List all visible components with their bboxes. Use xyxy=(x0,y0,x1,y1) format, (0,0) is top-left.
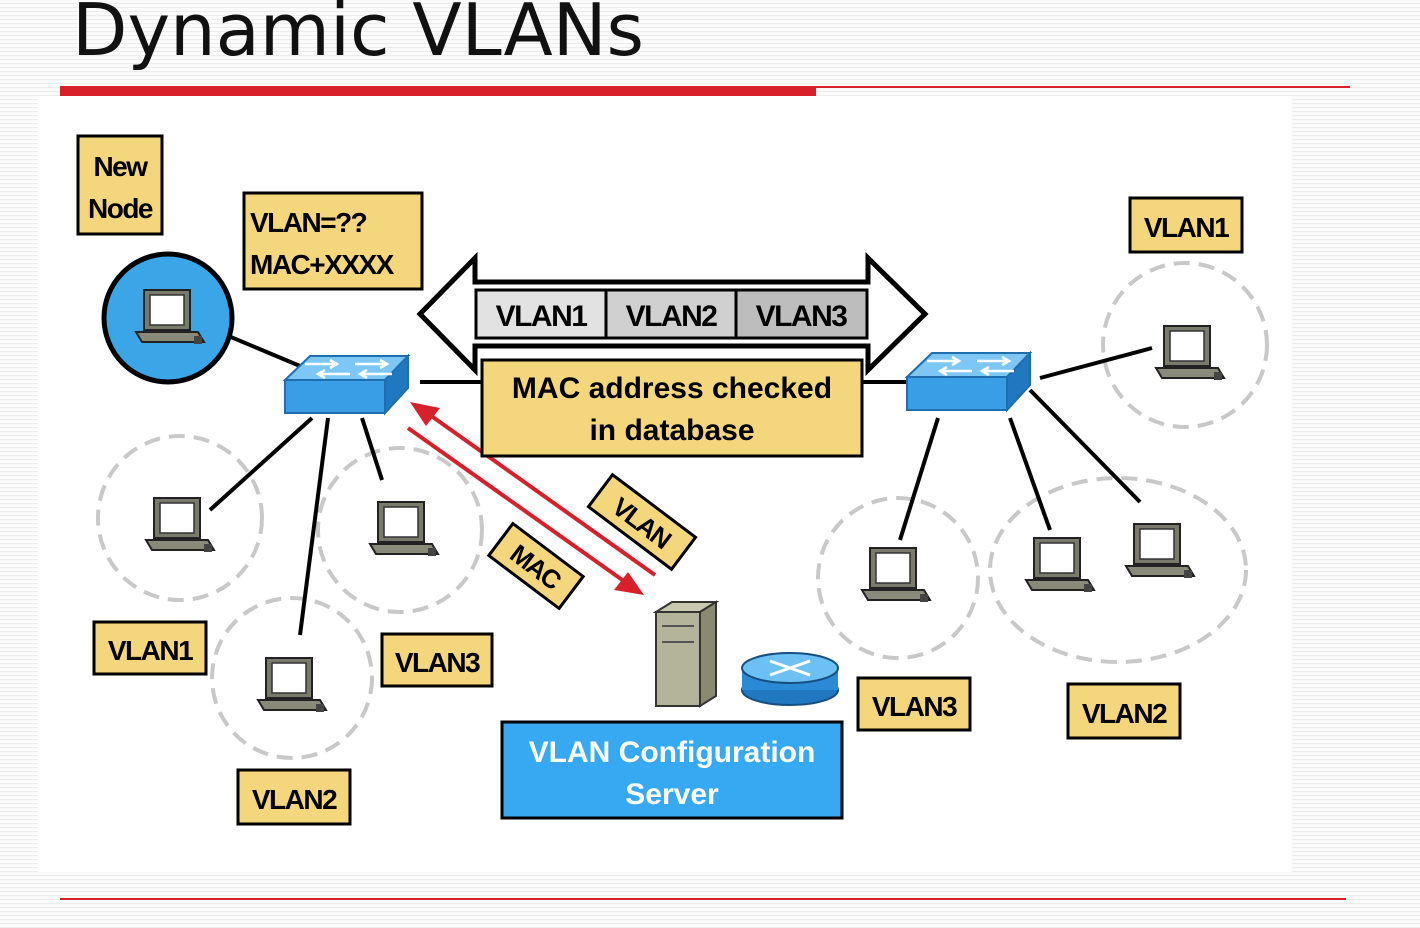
right-vlan3-label: VLAN3 xyxy=(856,676,972,732)
trunk-arrow: VLAN1 VLAN2 VLAN3 xyxy=(416,251,929,377)
right-switch-icon xyxy=(905,351,1032,412)
mac-check-label: MAC address checked in database xyxy=(480,358,864,458)
svg-text:VLAN=??: VLAN=?? xyxy=(250,207,367,238)
left-vlan2-label: VLAN2 xyxy=(236,768,352,826)
computer-icon xyxy=(257,657,327,713)
svg-text:Node: Node xyxy=(88,193,153,224)
svg-text:VLAN2: VLAN2 xyxy=(252,784,337,815)
svg-text:Server: Server xyxy=(625,778,719,811)
slide-title: Dynamic VLANs xyxy=(72,0,645,72)
vlan-tag: VLAN xyxy=(586,472,698,572)
svg-text:in database: in database xyxy=(589,414,754,447)
svg-text:VLAN Configuration: VLAN Configuration xyxy=(529,736,816,769)
computer-icon xyxy=(861,547,931,603)
computer-icon xyxy=(145,497,215,553)
svg-text:MAC+XXXX: MAC+XXXX xyxy=(250,249,395,280)
vlan-membership-circles xyxy=(96,261,1269,760)
mac-tag: MAC xyxy=(486,521,586,611)
trunk-segment-vlan1: VLAN1 xyxy=(496,300,588,333)
vlan-query-label: VLAN=?? MAC+XXXX xyxy=(242,191,424,291)
exchange-arrows xyxy=(406,402,657,595)
computer-icon xyxy=(1025,537,1095,593)
footer-rule xyxy=(60,898,1346,900)
router-icon xyxy=(741,652,839,706)
new-node-label: New Node xyxy=(76,134,164,236)
svg-text:VLAN1: VLAN1 xyxy=(108,635,193,666)
title-underline xyxy=(60,86,816,96)
svg-text:VLAN2: VLAN2 xyxy=(1082,698,1167,729)
server-caption: VLAN Configuration Server xyxy=(500,720,844,820)
svg-text:VLAN1: VLAN1 xyxy=(1144,212,1229,243)
title-rule xyxy=(816,86,1350,88)
server-icon xyxy=(652,600,720,708)
svg-text:VLAN3: VLAN3 xyxy=(872,691,957,722)
svg-text:New: New xyxy=(93,151,148,182)
right-vlan1-label: VLAN1 xyxy=(1128,196,1244,254)
right-vlan2-label: VLAN2 xyxy=(1066,682,1182,740)
left-vlan1-label: VLAN1 xyxy=(92,620,208,676)
trunk-segment-vlan3: VLAN3 xyxy=(756,300,848,333)
trunk-segment-vlan2: VLAN2 xyxy=(626,300,718,333)
computer-icon xyxy=(1155,325,1225,381)
svg-text:VLAN3: VLAN3 xyxy=(395,647,480,678)
left-switch-icon xyxy=(283,354,410,415)
left-vlan3-label: VLAN3 xyxy=(380,632,494,688)
computer-icon xyxy=(369,501,439,557)
svg-text:MAC address checked: MAC address checked xyxy=(512,372,832,405)
computer-icon xyxy=(1125,523,1195,579)
